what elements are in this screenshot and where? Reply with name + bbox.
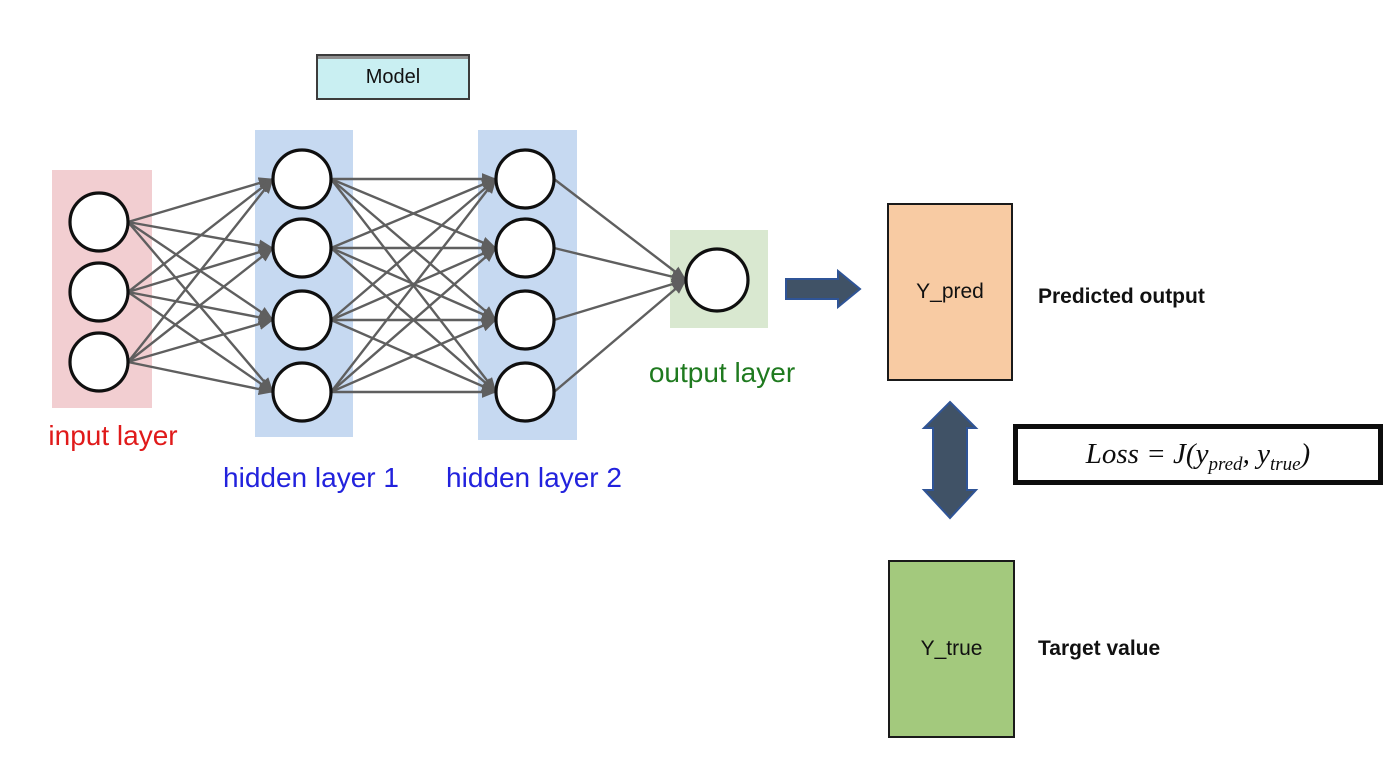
model-box-label: Model (365, 65, 421, 88)
loss-formula: Loss = J(ypred, ytrue) (1085, 438, 1311, 475)
neuron-input (68, 331, 130, 393)
predicted-output-annotation: Predicted output (1038, 285, 1205, 308)
hidden-layer-1-label: hidden layer 1 (223, 462, 399, 493)
y-true-box: Y_true (888, 560, 1015, 738)
edge-input-to-hidden1 (127, 178, 274, 363)
neuron-hidden1 (271, 148, 333, 210)
edge-input-to-hidden1 (127, 178, 274, 293)
edge-hidden1-to-hidden2 (330, 178, 497, 321)
y-pred-label: Y_pred (916, 280, 984, 303)
edge-hidden1-to-hidden2 (330, 247, 497, 393)
edge-hidden1-to-hidden2 (330, 318, 497, 394)
target-value-annotation: Target value (1038, 637, 1161, 660)
edge-input-to-hidden1 (127, 177, 274, 224)
neuron-hidden2 (494, 217, 556, 279)
edge-hidden2-to-output (553, 278, 687, 322)
edge-input-to-hidden1 (127, 360, 274, 395)
edge-hidden2-to-output (553, 178, 687, 281)
vertical-double-arrow-icon (921, 400, 979, 520)
neuron-hidden2 (494, 289, 556, 351)
edge-hidden1-to-hidden2 (330, 178, 497, 393)
edge-hidden2-to-output (553, 279, 687, 393)
edge-hidden2-to-output (553, 246, 687, 283)
edge-input-to-hidden1 (127, 247, 274, 363)
neuron-output (684, 247, 750, 313)
neuron-input (68, 261, 130, 323)
right-block-arrow-icon (785, 268, 862, 310)
neuron-hidden2 (494, 148, 556, 210)
neuron-hidden2 (494, 361, 556, 423)
input-layer-label: input layer (48, 420, 178, 451)
loss-formula-box: Loss = J(ypred, ytrue) (1013, 424, 1383, 485)
hidden-layer-2-label: hidden layer 2 (446, 462, 622, 493)
edge-hidden1-to-hidden2 (330, 177, 497, 250)
neuron-hidden1 (271, 217, 333, 279)
y-pred-box: Y_pred (887, 203, 1013, 381)
y-true-label: Y_true (920, 637, 983, 660)
neuron-input (68, 191, 130, 253)
neuron-hidden1 (271, 289, 333, 351)
edge-input-to-hidden1 (127, 318, 274, 364)
neuron-hidden1 (271, 361, 333, 423)
model-box: Model (316, 54, 470, 100)
output-layer-label: output layer (648, 357, 796, 388)
